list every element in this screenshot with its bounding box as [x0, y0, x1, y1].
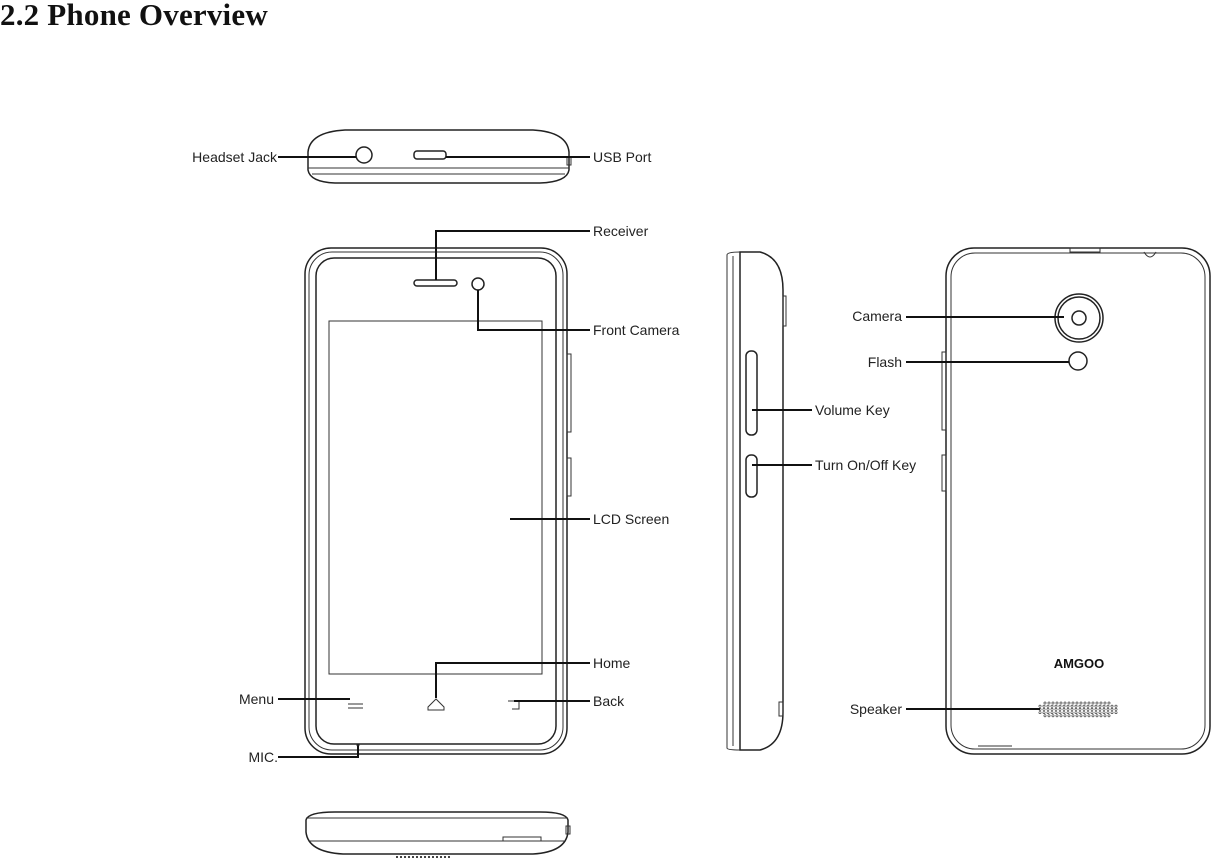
front-camera-lens-icon	[471, 277, 485, 291]
power-key-label: Turn On/Off Key	[815, 457, 916, 473]
headset-jack-port-icon	[355, 146, 373, 164]
front-camera-label: Front Camera	[593, 322, 680, 338]
menu-label: Menu	[239, 691, 274, 707]
bottom-speaker-holes-icon	[396, 856, 450, 858]
phone-top-view	[307, 129, 572, 184]
power-key-icon	[745, 454, 758, 498]
usb-port-slot-icon	[413, 150, 447, 160]
home-label: Home	[593, 655, 631, 671]
lcd-screen-area	[328, 320, 543, 675]
speaker-grille-icon	[1038, 701, 1118, 718]
speaker-label: Speaker	[850, 701, 902, 717]
receiver-label: Receiver	[593, 223, 649, 239]
mic-leader	[278, 746, 359, 758]
phone-side-view	[726, 251, 787, 751]
home-key-icon	[427, 698, 445, 711]
volume-key-icon	[745, 350, 758, 436]
back-label: Back	[593, 693, 625, 709]
flash-icon	[1068, 351, 1088, 371]
page-title: 2.2 Phone Overview	[0, 0, 268, 32]
phone-bottom-view	[305, 811, 571, 858]
back-key-icon	[508, 700, 520, 710]
headset-jack-label: Headset Jack	[192, 149, 278, 165]
menu-key-icon	[348, 703, 363, 709]
usb-port-label: USB Port	[593, 149, 651, 165]
front-camera-leader	[477, 290, 590, 331]
brand-logo: AMGOO	[1054, 656, 1105, 671]
mic-label: MIC.	[248, 749, 278, 765]
receiver-slot-icon	[413, 279, 458, 287]
volume-key-label: Volume Key	[815, 402, 890, 418]
leader-lines	[278, 156, 1069, 758]
flash-label: Flash	[868, 354, 902, 370]
phone-back-view: AMGOO	[941, 247, 1211, 755]
home-leader	[435, 662, 590, 698]
callout-labels: Headset Jack USB Port Receiver Front Cam…	[192, 149, 916, 765]
mic-hole-icon	[356, 743, 360, 747]
phone-front-view	[304, 247, 572, 755]
camera-label: Camera	[852, 308, 902, 324]
lcd-screen-label: LCD Screen	[593, 511, 669, 527]
receiver-leader	[435, 230, 590, 280]
